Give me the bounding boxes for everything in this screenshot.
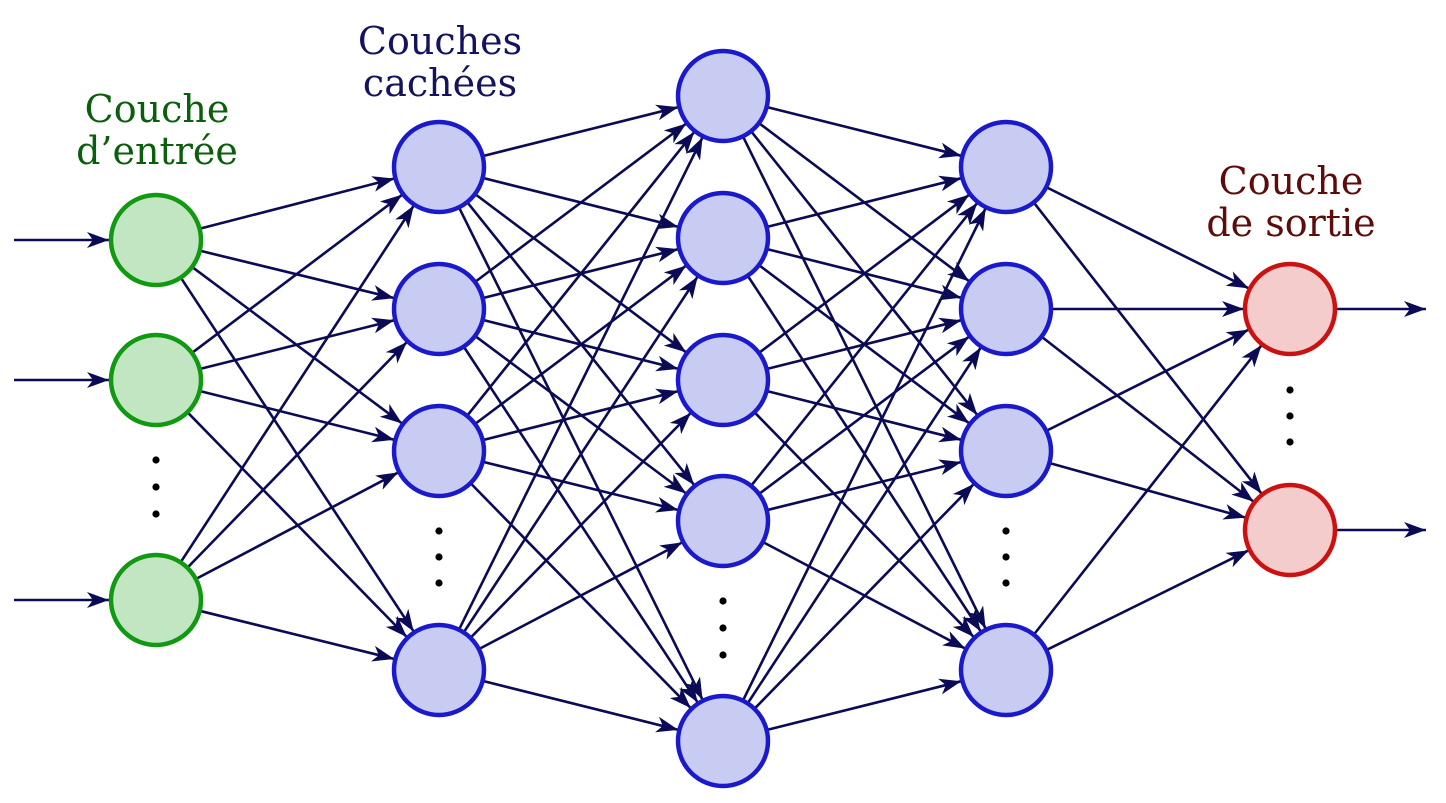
edge-l0-n0-to-l1-n0	[199, 176, 395, 231]
edge-l0-n1-to-l1-n2	[199, 389, 395, 443]
edge-l0-n2-to-l1-n2	[195, 471, 399, 581]
hidden-3-neuron-3	[958, 622, 1054, 718]
edge-l2-n4-to-l3-n1	[746, 346, 982, 705]
edge-l3-n3-to-l4-n0	[1032, 344, 1263, 636]
hidden-2-ellipsis-dot-0	[719, 597, 727, 605]
output-layer-label-line2: de sortie	[1206, 201, 1376, 245]
edge-l3-n0-to-l4-n1	[1032, 201, 1263, 495]
hidden-1-ellipsis-dot-0	[435, 527, 443, 535]
edge-l2-n0-to-l3-n0	[766, 105, 962, 159]
input-ellipsis-dot-2	[152, 510, 160, 518]
edge-l3-n3-to-l4-n1	[1045, 549, 1250, 652]
input-layer-label-line1: Couche	[84, 87, 230, 131]
edge-l2-n4-to-l3-n2	[753, 483, 975, 710]
edge-l2-n4-to-l3-n0	[741, 207, 987, 702]
hidden-3-ellipsis-dot-1	[1002, 553, 1010, 561]
edge-l1-n0-to-l2-n0	[482, 104, 679, 158]
input-ellipsis-dot-1	[152, 483, 160, 491]
edge-l0-n1-to-l1-n1	[199, 317, 395, 371]
edge-l1-n3-to-l2-n4	[482, 679, 679, 733]
hidden-2-neuron-0	[675, 48, 771, 144]
hidden-2-neuron-3	[675, 473, 771, 569]
input-layer-label-line2: d’entrée	[76, 129, 238, 173]
edge-l1-n2-to-l2-n1	[474, 264, 687, 426]
io-arrows-group	[14, 232, 1426, 608]
hidden-layers-label-line1: Couches	[357, 19, 523, 63]
hidden-2-neuron-4	[675, 693, 771, 789]
hidden-layers-label-line2: cachées	[362, 61, 518, 105]
edge-l0-n2-to-l1-n0	[179, 204, 415, 564]
edge-l1-n2-to-l2-n0	[466, 131, 696, 417]
edge-l2-n2-to-l3-n0	[758, 193, 971, 354]
hidden-2-ellipsis-dot-2	[719, 651, 727, 659]
hidden-1-neuron-1	[391, 261, 487, 357]
output-neuron-1	[1242, 482, 1338, 578]
hidden-3-ellipsis-dot-0	[1002, 527, 1010, 535]
edge-l2-n3-to-l3-n0	[750, 202, 979, 487]
edge-l2-n3-to-l3-n2	[766, 459, 962, 512]
connections-group	[179, 104, 1263, 733]
neurons-group	[108, 48, 1338, 789]
hidden-1-ellipsis-dot-1	[435, 553, 443, 561]
output-ellipsis-dot-0	[1286, 386, 1294, 394]
edge-l1-n3-to-l2-n0	[457, 136, 704, 631]
edge-l1-n1-to-l2-n0	[474, 122, 687, 284]
hidden-1-ellipsis-dot-2	[435, 579, 443, 587]
input-neuron-0	[108, 192, 204, 288]
edge-l3-n1-to-l4-n1	[1040, 335, 1255, 503]
edge-l1-n3-to-l2-n2	[469, 411, 692, 639]
edge-l2-n4-to-l3-n3	[766, 678, 962, 732]
hidden-3-neuron-2	[958, 403, 1054, 499]
hidden-1-neuron-0	[391, 119, 487, 215]
hidden-1-neuron-2	[391, 403, 487, 499]
hidden-3-neuron-0	[958, 119, 1054, 215]
hidden-2-neuron-2	[675, 332, 771, 428]
edge-l2-n1-to-l3-n0	[766, 175, 962, 229]
output-layer-label: Couche de sortie	[1161, 160, 1421, 244]
edge-l1-n3-to-l2-n3	[478, 541, 683, 651]
edge-l2-n3-to-l3-n1	[758, 335, 970, 496]
hidden-layers-label: Couches cachées	[310, 20, 570, 104]
output-layer-label-line1: Couche	[1218, 159, 1364, 203]
edge-l0-n2-to-l1-n3	[199, 609, 395, 662]
hidden-2-ellipsis-dot-1	[719, 624, 727, 632]
edge-l3-n2-to-l4-n0	[1045, 328, 1250, 433]
input-neuron-1	[108, 332, 204, 428]
edge-l0-n1-to-l1-n0	[191, 193, 404, 354]
hidden-3-neuron-1	[958, 261, 1054, 357]
edge-l3-n0-to-l4-n0	[1045, 185, 1250, 290]
edge-l1-n3-to-l2-n1	[462, 275, 699, 634]
hidden-3-ellipsis-dot-2	[1002, 579, 1010, 587]
ellipsis-group	[152, 386, 1294, 659]
edge-l1-n2-to-l2-n3	[482, 460, 679, 513]
output-ellipsis-dot-1	[1286, 412, 1294, 420]
input-neuron-2	[108, 552, 204, 648]
edge-l0-n2-to-l1-n1	[186, 341, 408, 569]
edge-l2-n0-to-l3-n3	[741, 135, 987, 630]
edge-l1-n2-to-l2-n2	[482, 388, 679, 442]
hidden-1-neuron-3	[391, 622, 487, 718]
output-neuron-0	[1242, 261, 1338, 357]
input-layer-label: Couche d’entrée	[27, 88, 287, 172]
output-ellipsis-dot-2	[1286, 438, 1294, 446]
input-ellipsis-dot-0	[152, 456, 160, 464]
hidden-2-neuron-1	[675, 190, 771, 286]
